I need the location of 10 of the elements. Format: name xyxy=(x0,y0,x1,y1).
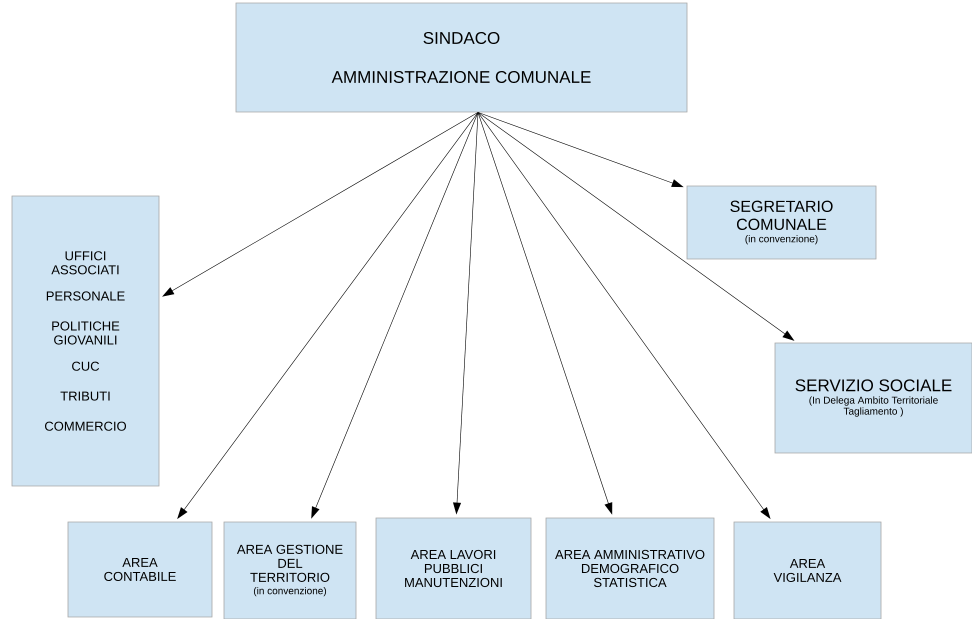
org-box: AREA GESTIONE DEL TERRITORIO (in convenzione) xyxy=(224,522,356,619)
org-box: AREA AMMINISTRATIVO DEMOGRAFICO STATISTICA xyxy=(546,518,714,619)
org-box: AREA VIGILANZA xyxy=(734,522,882,619)
org-box: SINDACO AMMINISTRAZIONE COMUNALE xyxy=(236,2,688,112)
org-box: SEGRETARIO COMUNALE (in convenzione) xyxy=(686,186,876,260)
org-box: AREA CONTABILE xyxy=(68,522,212,618)
org-box: SERVIZIO SOCIALE (In Delega Ambito Territoriale Tagliamento ) xyxy=(774,342,972,454)
org-box: AREA LAVORI PUBBLICI MANUTENZIONI xyxy=(376,518,532,619)
arrow xyxy=(478,112,794,341)
org-box: UFFICI ASSOCIATI PERSONALE POLITICHE GIOVANILI CUC TRIBUTI COMMERCIO xyxy=(12,196,160,486)
